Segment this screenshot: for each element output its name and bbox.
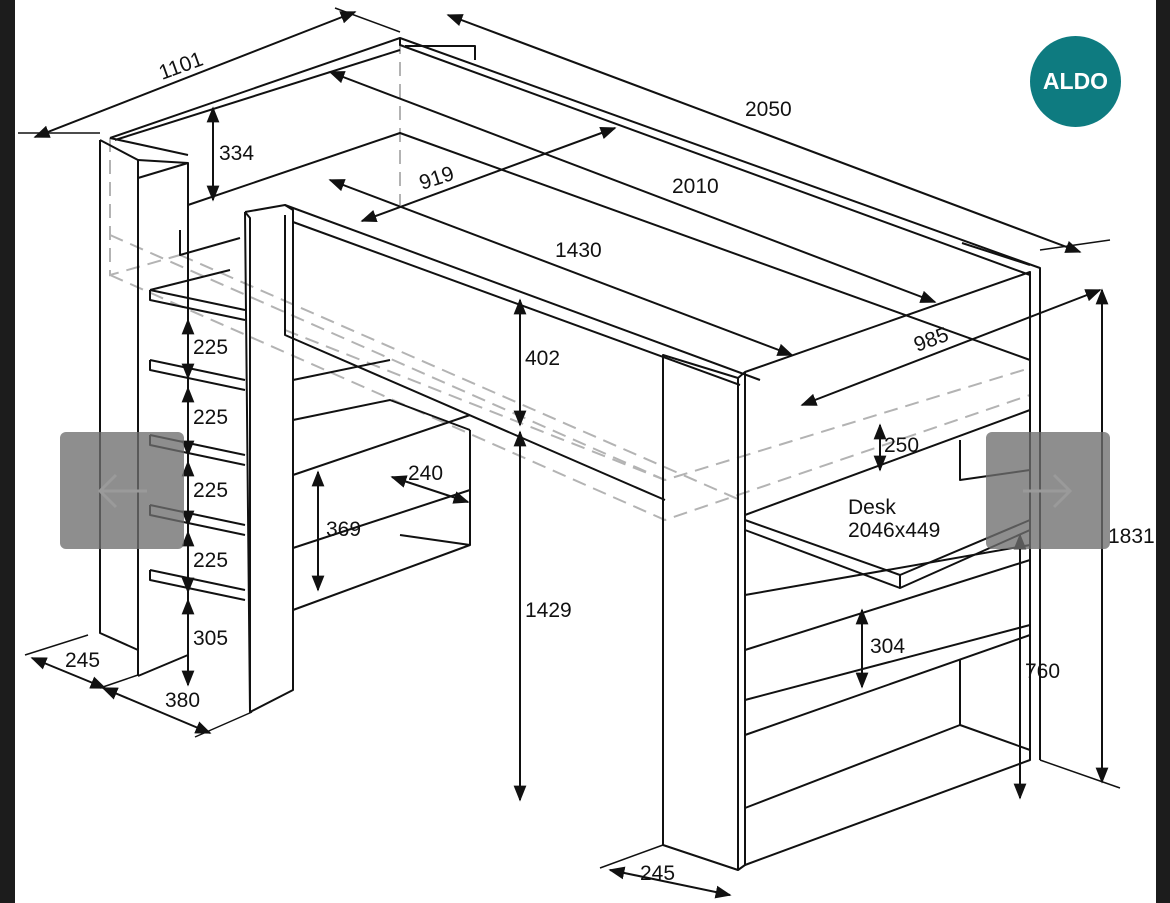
desk-label: Desk	[848, 496, 896, 519]
dim-bed-width: 919	[416, 162, 456, 195]
dim-right-depth: 985	[911, 323, 952, 357]
dim-step-bottom: 305	[193, 627, 228, 650]
dim-under-height: 1429	[525, 599, 572, 622]
dim-step-1: 225	[193, 336, 228, 359]
next-image-button[interactable]	[986, 432, 1110, 549]
dim-guard-length: 1430	[555, 239, 602, 262]
arrow-right-icon	[1023, 473, 1073, 508]
dim-shelf-right-top: 250	[884, 434, 919, 457]
dim-total-height: 1831	[1108, 525, 1155, 548]
dimension-lines	[18, 7, 1121, 899]
dim-inner-length: 2010	[672, 175, 719, 198]
dim-desk-height: 760	[1025, 660, 1060, 683]
dim-overall-length: 2050	[745, 98, 792, 121]
prev-image-button[interactable]	[60, 432, 184, 549]
image-viewer: 1101 2050 2010 919 1430 985 334 402 250 …	[15, 0, 1156, 903]
dim-guard-height: 402	[525, 347, 560, 370]
dim-shelf-depth: 240	[408, 462, 443, 485]
dim-shelf-height: 369	[326, 518, 361, 541]
aldo-logo: ALDO	[1030, 36, 1121, 127]
dim-shelf-lower: 304	[870, 635, 905, 658]
dim-top-height: 334	[219, 142, 254, 165]
dim-step-2: 225	[193, 406, 228, 429]
arrow-left-icon	[97, 473, 147, 508]
dim-ladder-depth: 245	[65, 649, 100, 672]
dim-step-3: 225	[193, 479, 228, 502]
loft-bed-dimension-drawing: 1101 2050 2010 919 1430 985 334 402 250 …	[18, 7, 1155, 899]
dim-step-4: 225	[193, 549, 228, 572]
dim-right-base-depth: 245	[640, 862, 675, 885]
dim-ladder-width: 380	[165, 689, 200, 712]
desk-size: 2046x449	[848, 519, 940, 542]
